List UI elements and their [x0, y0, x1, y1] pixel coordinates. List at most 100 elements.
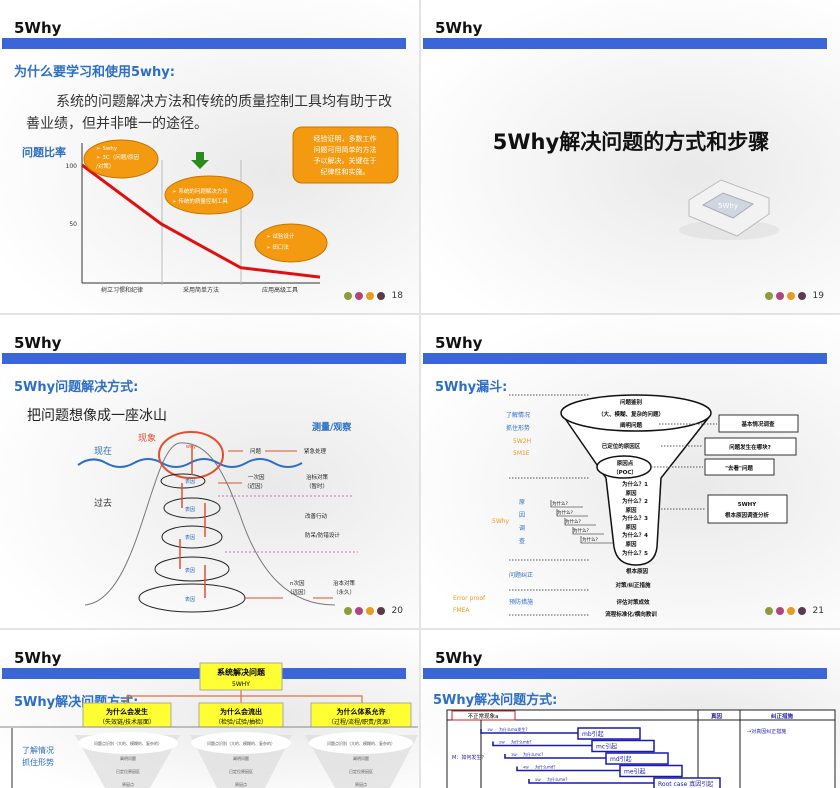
dot-icon: [343, 292, 352, 300]
svg-text:问题发生在哪块?: 问题发生在哪块?: [729, 443, 771, 451]
slide-22[interactable]: 5Why 5Why解决问题方式: 系统解决问题 5WHY 为什么会发生 （失效链…: [0, 630, 419, 788]
slide-20[interactable]: 5Why 5Why问题解决方式: 把问题想像成一座冰山 测量/观察 现象 现在 …: [0, 315, 419, 628]
svg-text:流程标准化/横向教训: 流程标准化/横向教训: [605, 610, 657, 618]
x-tick: 采用简单方法: [183, 286, 219, 294]
svg-text:➢ 田口法: ➢ 田口法: [266, 243, 289, 251]
svg-text:（过程/流程/职责/资源）: （过程/流程/职责/资源）: [328, 718, 394, 726]
side-boxes: [704, 414, 799, 524]
svg-text:原因点: 原因点: [355, 781, 367, 787]
iceberg-diagram: 5Why问题解决方式: 把问题想像成一座冰山 测量/观察 现象 现在 过去 wh…: [14, 379, 358, 613]
funnel-shape: [563, 416, 710, 566]
how-label: M：如何发生？: [452, 754, 486, 761]
why-arrows: [179, 445, 206, 598]
svg-text:➢ 传统的质量控制工具: ➢ 传统的质量控制工具: [172, 197, 228, 205]
page-number: 21: [812, 606, 824, 616]
svg-text:原因: 原因: [625, 540, 637, 548]
x-tick: 树立习惯和纪律: [101, 286, 143, 294]
y-axis-label: 问题比率: [22, 145, 66, 159]
slide-header: 5Why: [14, 649, 62, 667]
svg-text:md引起: md引起: [610, 755, 632, 763]
svg-text:问题可用简单的方法: 问题可用简单的方法: [314, 145, 377, 154]
slide-heading: 为什么要学习和使用5why:: [14, 64, 175, 80]
slide-title: 5Why解决问题的方式和步骤: [493, 130, 769, 154]
svg-text:原: 原: [519, 499, 525, 506]
svg-text:为什么?: 为什么?: [573, 527, 589, 534]
dot-icon: [365, 607, 374, 615]
svg-text:为什么？5: 为什么？5: [622, 549, 648, 557]
svg-text:为什么？3: 为什么？3: [622, 514, 648, 522]
iceberg-outline: [84, 442, 336, 606]
svg-text:5M1E: 5M1E: [513, 450, 530, 457]
svg-text:查: 查: [519, 537, 525, 545]
staircase-arrows: [550, 500, 614, 544]
slide-19[interactable]: 5Why 5Why解决问题的方式和步骤 5Why 19: [421, 0, 840, 313]
cause-layers: [138, 473, 246, 613]
page-indicator: 20: [343, 606, 403, 616]
slide-18[interactable]: 5Why 为什么要学习和使用5why: 系统的问题解决方法和传统的质量控制工具均…: [0, 0, 419, 313]
down-arrow-icon: [191, 152, 209, 169]
slide-heading: 5Why问题解决方式:: [14, 379, 138, 395]
svg-text:（近因）: （近因）: [244, 482, 266, 490]
svg-text:原因点: 原因点: [617, 459, 634, 467]
water-line: [77, 458, 303, 468]
svg-text:表因: 表因: [185, 596, 195, 603]
svg-text:问题点识别（大的、模糊的、复杂的）: 问题点识别（大的、模糊的、复杂的）: [94, 740, 162, 746]
svg-text:5WHY: 5WHY: [738, 502, 757, 508]
svg-text:问题纠正: 问题纠正: [509, 571, 533, 579]
cycle-arrows-icon: [679, 179, 779, 240]
svg-text:为什么？1: 为什么？1: [622, 480, 648, 488]
svg-text:（检验/试验/抽检）: （检验/试验/抽检）: [215, 718, 267, 726]
svg-text:了解情况: 了解情况: [506, 411, 530, 419]
dot-icon: [354, 607, 363, 615]
svg-text:已定位的原因区: 已定位的原因区: [602, 442, 641, 450]
svg-text:➢ 系统的问题解决方法: ➢ 系统的问题解决方法: [172, 187, 228, 195]
svg-text:➢ 5why: ➢ 5why: [96, 146, 118, 152]
svg-text:（暂时）: （暂时）: [306, 482, 328, 490]
bubble-simple-methods: ➢ 系统的问题解决方法 ➢ 传统的质量控制工具: [164, 175, 254, 215]
svg-text:mb引起: mb引起: [582, 730, 604, 738]
abnormal-label: 不正常现象a: [468, 712, 499, 720]
slide-19-content: 5Why解决问题的方式和步骤 5Why: [493, 130, 779, 240]
svg-text:评估对策成效: 评估对策成效: [616, 598, 650, 606]
slide-heading: 5Why漏斗:: [435, 379, 507, 395]
svg-text:治本对策: 治本对策: [333, 579, 356, 587]
svg-text:已定位原因区: 已定位原因区: [229, 768, 253, 774]
svg-text:抓住形势: 抓住形势: [506, 424, 530, 432]
svg-text:为什么?: 为什么?: [582, 536, 598, 543]
dot-icon: [354, 292, 363, 300]
svg-text:基本情况调查: 基本情况调查: [740, 420, 775, 428]
slide-23[interactable]: 5Why 5Why解决问题方式: 不正常现象a 真因 纠正措施 M：如何发生？ …: [421, 630, 840, 788]
svg-text:阐明问题: 阐明问题: [233, 755, 249, 761]
svg-text:为什么体系允许: 为什么体系允许: [337, 707, 386, 716]
svg-text:经验证明，多数工作: 经验证明，多数工作: [314, 134, 377, 143]
slide-header: 5Why: [14, 19, 62, 37]
svg-text:已定位原因区: 已定位原因区: [116, 768, 140, 774]
svg-text:为什么?: 为什么?: [552, 500, 568, 507]
header-bar: [423, 38, 827, 49]
svg-text:原因: 原因: [625, 506, 637, 514]
svg-text:"去看"问题: "去看"问题: [725, 464, 753, 472]
right-labels: 问题 紧急处理 一次因（近因） 治标对策（暂时） 改善行动 防呆/防错设计 n次…: [244, 447, 356, 596]
page-number: 20: [391, 606, 403, 616]
slide-subtitle: 把问题想像成一座冰山: [27, 408, 167, 424]
slide-header: 5Why: [435, 19, 483, 37]
svg-text:问题: 问题: [250, 447, 262, 455]
page-number: 18: [391, 291, 403, 301]
svg-text:表因: 表因: [185, 506, 195, 513]
top-box: [199, 662, 283, 691]
slide-header: 5Why: [435, 334, 483, 352]
svg-text:调: 调: [519, 524, 525, 532]
abnormal-box: [451, 710, 516, 721]
svg-text:问题点识别（大的、模糊的、复杂的）: 问题点识别（大的、模糊的、复杂的）: [207, 740, 275, 746]
svg-text:原因: 原因: [625, 489, 637, 497]
svg-text:一次因: 一次因: [248, 473, 265, 481]
cycle-label: 5Why: [718, 202, 738, 210]
slide-21[interactable]: 5Why 5Why漏斗: 问题鉴别（大、模糊、复杂的问题）阐明问题 已定位的原因…: [421, 315, 840, 628]
